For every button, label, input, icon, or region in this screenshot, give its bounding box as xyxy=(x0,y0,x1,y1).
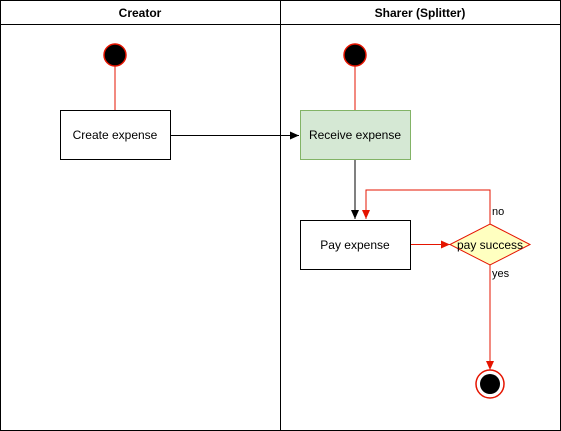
lane-sharer: Sharer (Splitter) xyxy=(280,0,561,431)
pay-success-decision: pay success xyxy=(448,223,532,266)
pay-expense-box xyxy=(300,220,411,270)
start-node-icon xyxy=(343,43,367,67)
pay-expense-label: Pay expense xyxy=(320,238,390,252)
no-edge-label: no xyxy=(492,206,504,218)
pay-expense-node: Pay expense xyxy=(300,220,411,270)
create-expense-node: Create expense xyxy=(60,110,171,160)
end-node-inner-dot xyxy=(480,374,500,394)
no-loop-edge xyxy=(362,189,491,224)
lane-sharer-title: Sharer (Splitter) xyxy=(375,6,466,20)
receive-expense-label: Receive expense xyxy=(309,128,401,142)
end-node-icon xyxy=(475,369,505,399)
create-expense-box xyxy=(60,110,171,160)
lane-creator-frame xyxy=(0,0,281,431)
pay-success-label: pay success xyxy=(457,238,523,252)
start-node-icon xyxy=(103,43,127,67)
receive-expense-box xyxy=(300,110,411,160)
yes-edge-label: yes xyxy=(492,268,510,280)
lane-creator: Creator xyxy=(0,0,281,431)
lane-creator-title: Creator xyxy=(119,6,162,20)
create-expense-label: Create expense xyxy=(73,128,158,142)
lane-sharer-frame xyxy=(280,0,561,431)
receive-expense-node: Receive expense xyxy=(300,110,411,160)
